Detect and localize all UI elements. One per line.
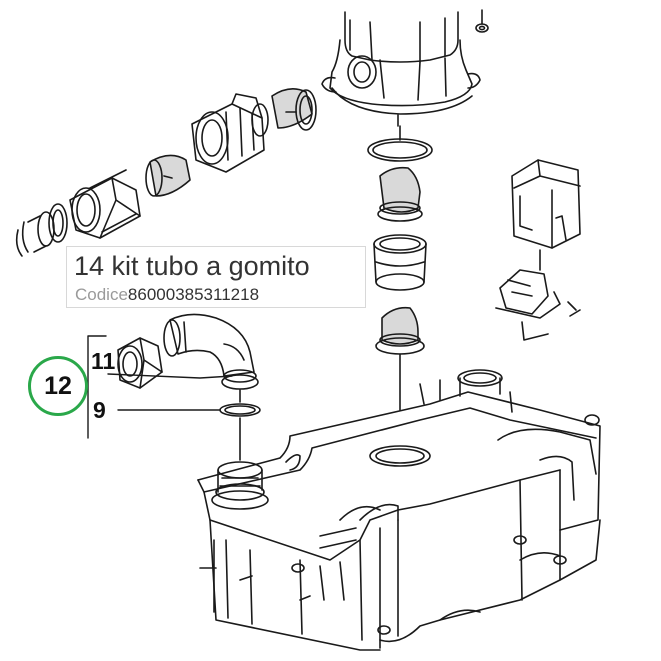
top-screw <box>475 9 489 33</box>
part-caption: 14 kit tubo a gomito Codice8600038531121… <box>66 246 366 308</box>
code-label: Codice <box>75 285 128 304</box>
left-pipe-assembly <box>15 88 317 257</box>
vertical-connector-stack <box>367 114 433 411</box>
callout-11: 11 <box>91 348 116 374</box>
group-12-circle: 12 <box>28 356 88 416</box>
callout-leaders <box>87 335 233 439</box>
group-12-label: 12 <box>44 371 72 400</box>
float-switch-block <box>495 159 581 341</box>
elbow-pipe-kit <box>117 313 261 461</box>
tank-body <box>197 369 601 651</box>
callout-9: 9 <box>93 397 106 423</box>
code-value: 86000385311218 <box>127 285 260 304</box>
pump-housing <box>321 11 481 115</box>
part-code: Codice86000385311218 <box>75 285 259 305</box>
part-title: 14 kit tubo a gomito <box>74 251 310 281</box>
